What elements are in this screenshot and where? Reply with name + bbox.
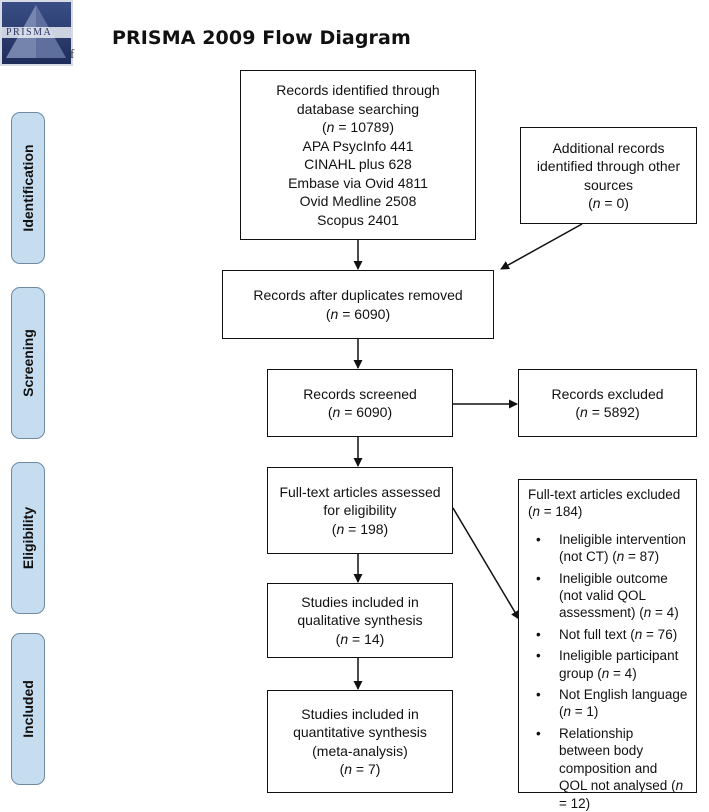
records-screened-box: Records screened (n = 6090) (267, 369, 453, 437)
records-excluded-line1: Records excluded (551, 385, 664, 402)
fulltext-excluded-box: Full-text articles excluded (n = 184) In… (518, 479, 697, 811)
qualitative-synthesis-box: Studies included in qualitative synthesi… (267, 583, 453, 658)
exclusion-reason: Ineligible intervention (not CT) (n = 87… (528, 531, 688, 566)
additional-records-line3: sources (583, 176, 634, 193)
records-identified-line1: Records identified through (276, 82, 440, 98)
qualitative-line2: qualitative synthesis (297, 612, 423, 629)
stage-included: Included (11, 633, 45, 785)
records-identified-db-embase: Embase via Ovid 4811 (288, 174, 428, 191)
additional-records-line1: Additional records (552, 139, 665, 156)
fulltext-assessed-line1: Full-text articles assessed (279, 483, 441, 500)
additional-records-count: (n = 0) (588, 195, 629, 211)
records-screened-count: (n = 6090) (327, 404, 393, 420)
stage-identification: Identification (11, 112, 45, 264)
records-identified-line2: database searching (296, 100, 420, 117)
fulltext-assessed-box: Full-text articles assessed for eligibil… (267, 467, 453, 554)
exclusion-reason: Ineligible participant group (n = 4) (528, 647, 688, 682)
quantitative-count: (n = 7) (339, 761, 381, 777)
exclusion-reason: Not English language (n = 1) (528, 686, 688, 721)
stage-screening: Screening (11, 287, 45, 439)
exclusion-reason: Relationship between body composition an… (528, 725, 688, 812)
prisma-logo-graphic (0, 0, 73, 66)
records-identified-count: (n = 10789) (321, 119, 395, 135)
arrow-additional-to-deduplicated (500, 223, 583, 270)
stage-eligibility: Eligibility (11, 462, 45, 614)
exclusion-reason: Not full text (n = 76) (528, 626, 688, 644)
qualitative-line1: Studies included in (301, 593, 419, 610)
duplicates-removed-line1: Records after duplicates removed (253, 287, 463, 303)
records-identified-db-psycinfo: APA PsycInfo 441 (302, 137, 414, 154)
records-excluded-box: Records excluded (n = 5892) (518, 369, 697, 437)
arrow-fulltext-to-excluded (452, 507, 520, 620)
qualitative-count: (n = 14) (335, 630, 385, 647)
logo-text: PRISMA (6, 27, 53, 38)
fulltext-assessed-count: (n = 198) (331, 520, 389, 537)
additional-records-box: Additional records identified through ot… (520, 127, 697, 224)
fulltext-excluded-title: Full-text articles excluded (528, 487, 681, 502)
records-identified-db-scopus: Scopus 2401 (317, 211, 399, 228)
records-excluded-count: (n = 5892) (575, 404, 640, 420)
records-screened-line1: Records screened (303, 385, 417, 402)
records-identified-box: Records identified through database sear… (240, 70, 476, 240)
fulltext-excluded-count: (n = 184) (528, 504, 583, 520)
exclusion-reason: Ineligible outcome (not valid QOL assess… (528, 570, 688, 622)
quantitative-synthesis-box: Studies included in quantitative synthes… (267, 690, 453, 793)
logo-trailing-glyph: f (70, 46, 75, 61)
records-identified-db-medline: Ovid Medline 2508 (299, 193, 417, 209)
prisma-logo: PRISMA (0, 0, 73, 66)
quantitative-line2: quantitative synthesis (293, 724, 427, 740)
page-title: PRISMA 2009 Flow Diagram (112, 27, 411, 49)
quantitative-line1: Studies included in (301, 705, 419, 722)
duplicates-removed-count: (n = 6090) (325, 305, 391, 322)
records-identified-db-cinahl: CINAHL plus 628 (304, 156, 412, 172)
quantitative-line3: (meta-analysis) (312, 742, 408, 759)
additional-records-line2: identified through other (536, 158, 681, 174)
duplicates-removed-box: Records after duplicates removed (n = 60… (222, 270, 494, 339)
exclusion-reasons-list: Ineligible intervention (not CT) (n = 87… (528, 531, 688, 812)
fulltext-assessed-line2: for eligibility (323, 502, 397, 519)
